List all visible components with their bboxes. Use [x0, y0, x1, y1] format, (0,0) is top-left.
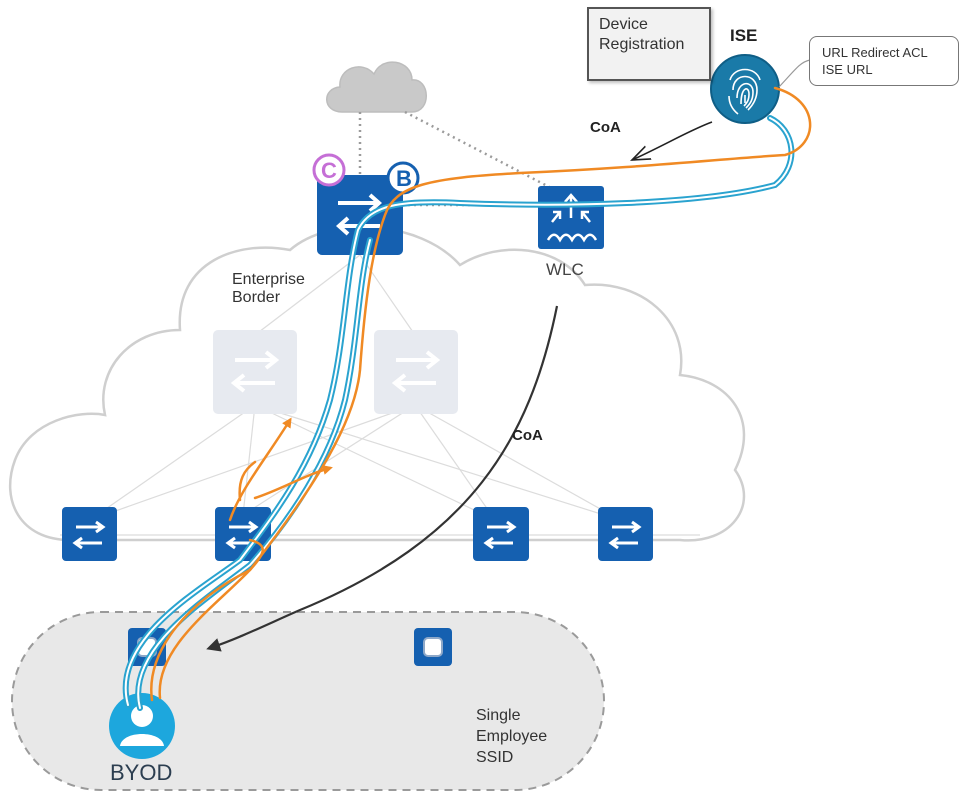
coa-arrow-ise-to-border: [632, 121, 713, 160]
edge-switch-4[interactable]: [598, 507, 653, 561]
switch-icon: [598, 507, 653, 561]
wlc-icon[interactable]: [538, 186, 604, 249]
fingerprint-icon[interactable]: [710, 54, 780, 124]
user-icon[interactable]: [109, 693, 175, 759]
edge-switch-1[interactable]: [62, 507, 117, 561]
border-switch[interactable]: [317, 175, 403, 255]
ise-policy-callout: URL Redirect ACL ISE URL: [809, 36, 959, 86]
fabric-mesh-lines: [60, 254, 700, 536]
switch-icon: [473, 507, 529, 561]
ise-label: ISE: [730, 26, 758, 45]
enterprise-border-label: Enterprise Border: [232, 271, 305, 307]
switch-icon: [213, 330, 297, 414]
switch-icon: [374, 330, 458, 414]
teal-traffic-path: [122, 115, 795, 711]
edge-switch-3[interactable]: [473, 507, 529, 561]
device-registration-text: Device Registration: [599, 16, 685, 53]
switch-icon: [317, 175, 403, 255]
ssid-label: Single Employee SSID: [476, 707, 548, 766]
coa-label-top: CoA: [590, 119, 621, 136]
coa-label-mid: CoA: [512, 427, 543, 444]
switch-glyph: [230, 350, 280, 393]
device-registration-note: Device Registration: [587, 7, 711, 81]
wlc-label: WLC: [546, 260, 584, 279]
coa-arrow-wlc-to-ap: [206, 305, 559, 652]
control-plane-badge-label: C: [321, 158, 337, 183]
cloud-icon: [326, 61, 427, 113]
switch-icon: [62, 507, 117, 561]
callout-connector: [778, 59, 811, 88]
access-point-icon[interactable]: [414, 628, 452, 666]
ise-policy-callout-text: URL Redirect ACL ISE URL: [822, 45, 928, 77]
border-badge-label: B: [396, 166, 412, 191]
byod-label: BYOD: [110, 760, 173, 785]
switch-glyph: [391, 350, 441, 393]
orange-traffic-path: [150, 86, 812, 702]
control-plane-badge: [312, 153, 346, 187]
